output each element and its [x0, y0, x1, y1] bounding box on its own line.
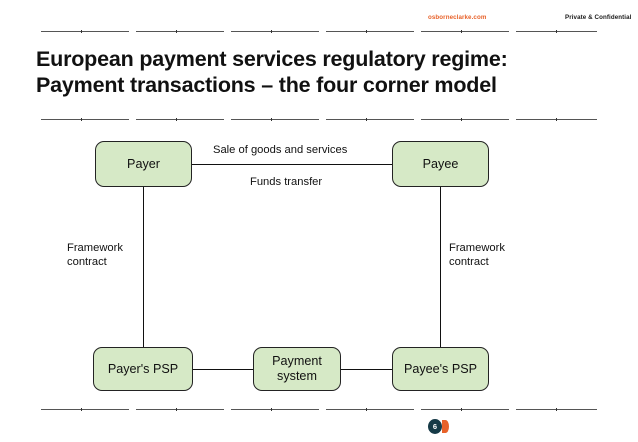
connector-payee-to-payee-psp: [440, 187, 442, 347]
payment-system-line-2: system: [277, 369, 317, 383]
connector-payer-to-payee: [192, 163, 392, 165]
edge-label-sale-of-goods: Sale of goods and services: [211, 143, 350, 157]
framework-right-line-1: Framework: [449, 242, 505, 254]
diagram-node-payee[interactable]: Payee: [392, 141, 489, 187]
diagram-node-payee-psp[interactable]: Payee's PSP: [392, 347, 489, 391]
edge-label-funds-transfer: Funds transfer: [248, 175, 325, 189]
brand-wedge-icon: [442, 420, 449, 433]
edge-label-framework-contract-left: Framework contract: [67, 242, 123, 269]
framework-left-line-2: contract: [67, 255, 107, 268]
payment-system-line-1: Payment: [272, 354, 322, 368]
guide-line-middle: [34, 118, 604, 121]
slide-title: European payment services regulatory reg…: [36, 46, 556, 98]
connector-payer-psp-to-system: [193, 368, 253, 370]
diagram-node-payer-psp[interactable]: Payer's PSP: [93, 347, 193, 391]
header-website-link[interactable]: osborneclarke.com: [428, 14, 487, 21]
framework-right-line-2: contract: [449, 255, 489, 268]
slide-title-line-1: European payment services regulatory reg…: [36, 47, 508, 71]
edge-label-framework-contract-right: Framework contract: [449, 242, 505, 269]
connector-system-to-payee-psp: [341, 368, 392, 370]
connector-payer-to-payer-psp: [143, 187, 145, 347]
guide-line-top: [34, 30, 604, 33]
slide-title-line-2: Payment transactions – the four corner m…: [36, 73, 497, 97]
slide-header: osborneclarke.com Private & Confidential: [0, 14, 638, 28]
guide-line-bottom: [34, 408, 604, 411]
diagram-node-payer[interactable]: Payer: [95, 141, 192, 187]
footer-page-badge: 6: [428, 419, 454, 435]
framework-left-line-1: Framework: [67, 242, 123, 254]
page-number-badge: 6: [428, 419, 442, 434]
header-confidentiality-notice: Private & Confidential: [565, 14, 632, 21]
diagram-node-payment-system[interactable]: Payment system: [253, 347, 341, 391]
